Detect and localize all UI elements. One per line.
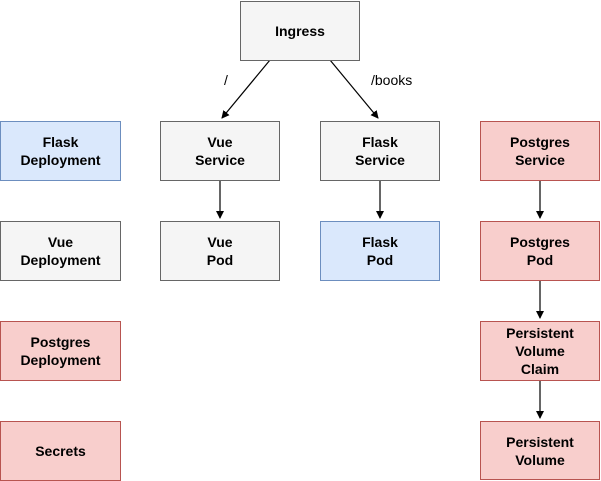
edge-ingress-to-vue-service — [221, 59, 271, 119]
ingress-node: Ingress — [240, 1, 360, 61]
edge-ingress-to-flask-service — [329, 59, 379, 119]
persistent-volume-claim-node: Persistent Volume Claim — [480, 321, 600, 381]
edge-label-books: /books — [371, 72, 413, 88]
vue-deployment-node: Vue Deployment — [0, 221, 121, 281]
postgres-service-node: Postgres Service — [480, 121, 600, 181]
vue-service-node: Vue Service — [160, 121, 280, 181]
persistent-volume-node: Persistent Volume — [480, 421, 600, 480]
flask-pod-node: Flask Pod — [320, 221, 440, 281]
flask-deployment-node: Flask Deployment — [0, 121, 121, 181]
postgres-pod-node: Postgres Pod — [480, 221, 600, 281]
vue-pod-node: Vue Pod — [160, 221, 280, 281]
flask-service-node: Flask Service — [320, 121, 440, 181]
secrets-node: Secrets — [0, 421, 121, 481]
postgres-deployment-node: Postgres Deployment — [0, 321, 121, 381]
edge-label-root: / — [224, 72, 228, 88]
